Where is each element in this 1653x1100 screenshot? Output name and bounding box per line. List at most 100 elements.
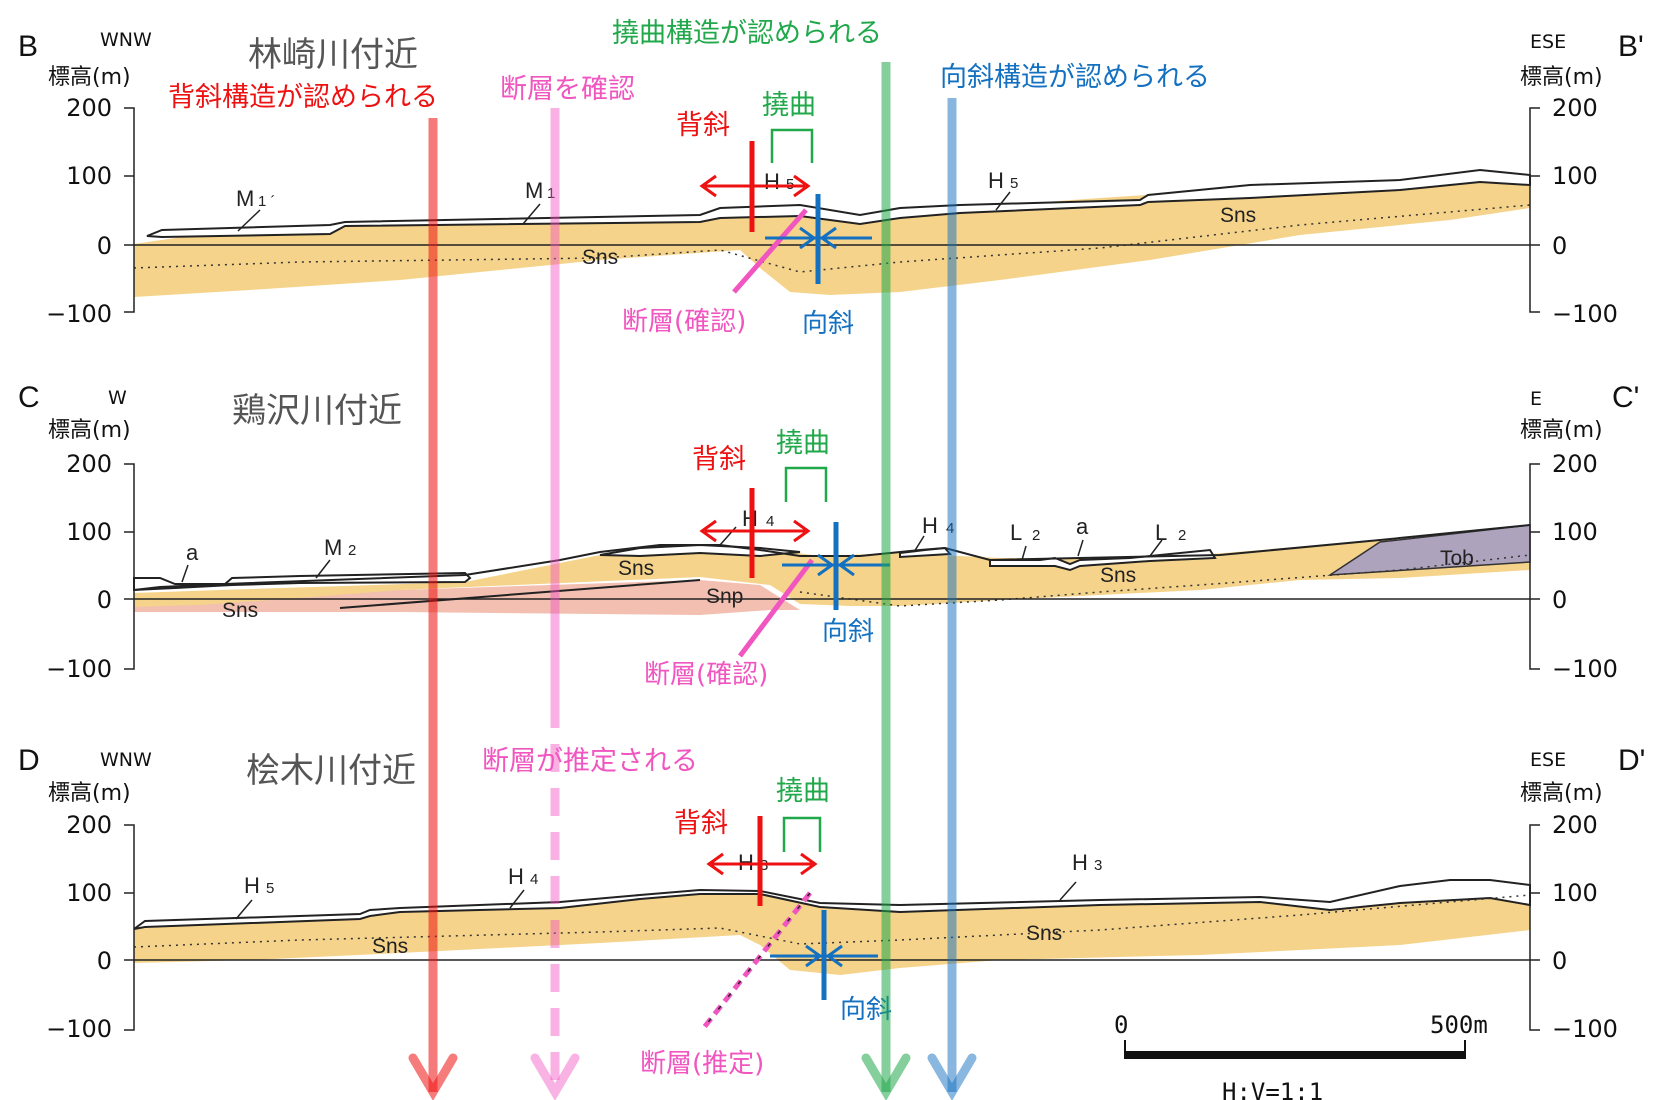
fault-inferred-label: 断層が推定される <box>482 746 698 777</box>
unit-sub: 5 <box>1010 175 1018 192</box>
flexure-label: 撓曲 <box>776 776 830 807</box>
unit-sub: 1 ´ <box>258 193 276 210</box>
flexure-indicator-arrowhead <box>861 1053 911 1100</box>
arrowhead <box>706 852 724 876</box>
arrowhead <box>699 519 717 543</box>
axis-left-line <box>124 824 135 1031</box>
axis-right <box>1529 107 1540 313</box>
unit-label: Sns <box>1026 922 1062 945</box>
tick-label: 200 <box>1552 450 1598 478</box>
leader-line <box>1021 545 1027 561</box>
leader-line <box>509 889 525 909</box>
scale-max-label: 500m <box>1430 1011 1488 1039</box>
unit-sub: 4 <box>530 871 538 888</box>
unit-main: M <box>236 186 254 211</box>
fault-line <box>732 208 808 294</box>
tick-label: 200 <box>66 94 112 122</box>
terrace-outline <box>133 524 1531 591</box>
tick-label: 100 <box>1552 162 1598 190</box>
dotted-horizon <box>133 894 1531 948</box>
section-c: C C' W E 標高(m) 標高(m) 鶏沢川付近 200 100 0 −10… <box>18 381 1639 690</box>
syncline-indicator-arrowhead <box>927 1053 977 1100</box>
anticline-indicator-arrowhead <box>408 1053 458 1100</box>
fault-top-label: 断層を確認 <box>500 74 635 105</box>
leader-line <box>1149 539 1163 557</box>
flexure-label: 撓曲 <box>776 428 830 459</box>
direction-right: ESE <box>1530 749 1566 771</box>
scale-zero-label: 0 <box>1114 1011 1128 1039</box>
leader-line <box>181 564 189 583</box>
axis-left <box>124 463 135 670</box>
tick-label: −100 <box>46 655 112 683</box>
anticline-top-label: 背斜構造が認められる <box>168 82 438 113</box>
syncline-label: 向斜 <box>822 617 874 647</box>
leader-line <box>235 899 253 920</box>
elevation-label-right: 標高(m) <box>1520 781 1603 806</box>
structure-annotations: 背斜 撓曲 断層(推定) 向斜 <box>640 776 892 1079</box>
elevation-label-right: 標高(m) <box>1520 418 1603 443</box>
unit-label: Sns <box>618 557 654 580</box>
fault-label: 断層(推定) <box>640 1049 764 1079</box>
anticline-label: 背斜 <box>692 444 746 475</box>
elevation-label-right: 標高(m) <box>1520 65 1603 90</box>
leader-line <box>237 209 261 232</box>
elevation-label-left: 標高(m) <box>48 418 131 443</box>
axis-left-line <box>124 107 135 313</box>
tick-label: 100 <box>66 518 112 546</box>
unit-main: L <box>1010 520 1022 545</box>
dotted-horizon <box>133 204 1531 273</box>
section-d: D D' WNW ESE 標高(m) 標高(m) 桧木川付近 200 100 0… <box>18 744 1645 1079</box>
unit-sub: 2 <box>1178 527 1186 544</box>
syncline-indicator: 向斜構造が認められる <box>927 62 1210 1100</box>
section-start-label: C <box>18 381 40 414</box>
strata <box>133 524 1531 615</box>
direction-left: W <box>108 387 127 409</box>
unit-label: Sns <box>1220 204 1256 227</box>
unit-sub: 5 <box>266 880 274 897</box>
unit-label: H4 <box>719 506 774 546</box>
arrowhead <box>800 852 818 876</box>
indicator-lines: 背斜構造が認められる 断層を確認 断層が推定される 撓曲構造が認められる 向斜構… <box>168 18 1210 1100</box>
direction-left: WNW <box>100 29 152 51</box>
arrowhead <box>699 174 717 198</box>
sns-layer <box>134 535 1530 607</box>
flexure-indicator: 撓曲構造が認められる <box>612 18 911 1100</box>
unit-main: H <box>508 864 524 889</box>
leader-line <box>315 559 331 579</box>
anticline-indicator: 背斜構造が認められる <box>168 82 458 1100</box>
anticline-label: 背斜 <box>674 808 728 839</box>
unit-label: Sns <box>1100 564 1136 587</box>
tick-label: 100 <box>1552 879 1598 907</box>
unit-sub: 4 <box>766 513 774 530</box>
structure-annotations: 背斜 撓曲 断層(確認) 向斜 <box>622 90 872 339</box>
flexure-bracket <box>770 128 814 163</box>
tick-label: 100 <box>66 879 112 907</box>
tick-label: −100 <box>46 1015 112 1043</box>
unit-label: Tob <box>1440 547 1474 570</box>
arrowhead <box>837 553 855 577</box>
tick-label: −100 <box>46 300 112 328</box>
structure-annotations: 背斜 撓曲 断層(確認) 向斜 <box>644 428 890 690</box>
unit-main: H <box>1072 850 1088 875</box>
arrowhead <box>793 174 811 198</box>
fault-label: 断層(確認) <box>644 660 768 690</box>
tick-label: −100 <box>1552 655 1618 683</box>
axis-left <box>124 824 135 1031</box>
dotted-horizon <box>799 554 1531 607</box>
tick-label: 0 <box>1552 947 1567 975</box>
axis-left <box>124 107 135 313</box>
fault-indicator-arrowhead <box>530 1053 580 1100</box>
unit-main: a <box>186 540 199 565</box>
unit-main: H <box>988 168 1004 193</box>
axis-right-line <box>1529 107 1540 313</box>
tick-label: 0 <box>1552 232 1567 260</box>
unit-label: a <box>181 540 199 583</box>
axis-right <box>1529 463 1540 670</box>
unit-main: H <box>764 169 780 194</box>
arrowhead <box>793 519 811 543</box>
tick-label: 0 <box>97 232 112 260</box>
